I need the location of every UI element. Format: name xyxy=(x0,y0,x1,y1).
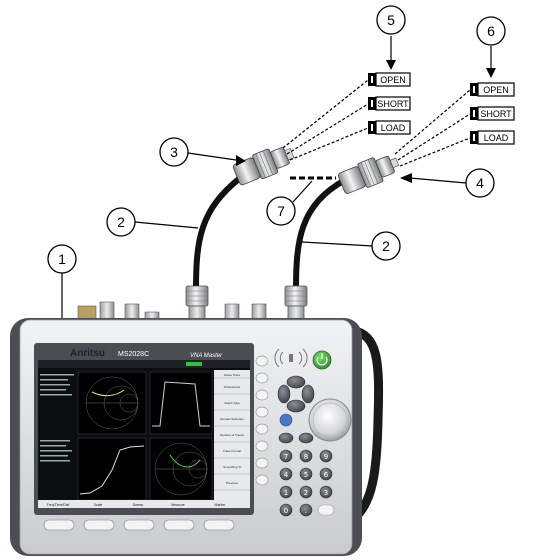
standard-load-right: LOAD xyxy=(470,130,515,145)
standard-label: LOAD xyxy=(484,133,509,143)
callout-number: 6 xyxy=(487,23,495,39)
cable-end-connector-3 xyxy=(232,147,295,186)
softkey-label: Scale xyxy=(94,503,103,507)
callout-number: 1 xyxy=(58,251,66,267)
key-label: 4 xyxy=(284,471,289,479)
callout-2-right: 2 xyxy=(371,231,401,261)
softkey-label: Measure xyxy=(171,503,185,507)
callout-6: 6 xyxy=(476,16,506,46)
menu-keys[interactable] xyxy=(278,432,314,444)
model-name: MS2028C xyxy=(118,351,149,358)
key-label: 9 xyxy=(324,453,328,461)
blue-key[interactable] xyxy=(279,413,293,427)
key-label: 7 xyxy=(284,453,288,461)
key-label: 0 xyxy=(284,507,288,515)
standard-label: LOAD xyxy=(381,123,406,133)
key-label: 2 xyxy=(304,489,308,497)
numeric-keypad[interactable]: 7 8 9 4 5 6 1 2 3 0 . xyxy=(279,449,335,517)
wireless-icon xyxy=(274,348,308,368)
side-softkey-buttons[interactable] xyxy=(255,355,269,486)
key-label: 1 xyxy=(284,489,288,497)
brand-logo: Anritsu xyxy=(70,348,105,359)
softkey-label: Domain Selection xyxy=(220,417,244,421)
dashed-links-left xyxy=(282,79,369,161)
standard-load-left: LOAD xyxy=(368,120,411,135)
softkey-label: Freq/Time/Dist xyxy=(47,503,70,507)
smith-chart-tr1 xyxy=(85,376,139,430)
key-label: 3 xyxy=(324,489,328,497)
softkey-label: Graph Type xyxy=(224,401,240,405)
standard-label: OPEN xyxy=(380,75,406,85)
standard-label: SHORT xyxy=(480,109,512,119)
arrow-keypad[interactable] xyxy=(277,375,315,413)
callout-4: 4 xyxy=(465,168,495,198)
callout-number: 2 xyxy=(382,238,390,254)
softkey-label: Active Trace xyxy=(224,373,241,377)
callout-5: 5 xyxy=(376,5,406,35)
bottom-function-keys[interactable] xyxy=(43,519,235,531)
cable-connector-left xyxy=(185,285,209,323)
callout-7: 7 xyxy=(266,196,296,226)
cable-connector-right xyxy=(284,285,308,323)
standard-open-right: OPEN xyxy=(470,82,515,97)
standard-open-left: OPEN xyxy=(368,72,411,87)
callout-1: 1 xyxy=(47,244,77,274)
battery-indicator xyxy=(186,362,202,366)
carry-handle xyxy=(347,325,384,525)
top-connector-panel xyxy=(77,301,267,321)
power-button[interactable] xyxy=(312,350,332,370)
softkey-label: S Parameter xyxy=(224,385,241,389)
series-name: VNA Master xyxy=(190,353,223,359)
callout-3: 3 xyxy=(159,137,189,167)
bottom-softkey-labels: Freq/Time/Dist Scale Sweep Measure Marke… xyxy=(38,500,250,508)
callout-number: 3 xyxy=(170,144,178,160)
callout-2-left: 2 xyxy=(106,207,136,237)
key-label: . xyxy=(305,507,307,515)
key-label: 6 xyxy=(324,471,329,479)
trace-tr3 xyxy=(79,445,145,495)
dashed-links-right xyxy=(394,89,471,167)
key-label: 8 xyxy=(304,453,308,461)
softkey-label: Previous xyxy=(226,481,238,485)
callout-number: 4 xyxy=(476,175,484,191)
cable-right xyxy=(293,177,348,293)
standard-short-right: SHORT xyxy=(470,106,515,121)
vna-master-instrument: Anritsu MS2028C VNA Master xyxy=(10,301,384,556)
cable-end-connector-4 xyxy=(337,155,400,194)
trace-tr2 xyxy=(152,381,210,427)
standard-label: SHORT xyxy=(377,99,409,109)
enter-key[interactable] xyxy=(317,504,335,516)
callout-number: 2 xyxy=(117,214,125,230)
cable-left xyxy=(193,175,243,293)
standard-short-left: SHORT xyxy=(368,96,411,111)
softkey-label: Smoothing % xyxy=(223,465,241,469)
softkey-label: Number of Traces xyxy=(220,433,244,437)
callout-number: 7 xyxy=(277,203,285,219)
key-label: 5 xyxy=(304,471,308,479)
smith-chart-tr4 xyxy=(154,442,208,496)
status-bar xyxy=(38,360,250,368)
on-screen-softkeys: Active Trace S Parameter Graph Type Doma… xyxy=(214,370,250,504)
softkey-label: Sweep xyxy=(133,503,144,507)
softkey-label: Marker xyxy=(215,503,227,507)
callout-leaders xyxy=(61,36,496,330)
softkey-label: Trace Format xyxy=(223,449,241,453)
rotary-knob[interactable] xyxy=(308,398,352,442)
callout-number: 5 xyxy=(387,12,395,28)
trace-info-left xyxy=(40,374,74,462)
standard-label: OPEN xyxy=(483,85,509,95)
